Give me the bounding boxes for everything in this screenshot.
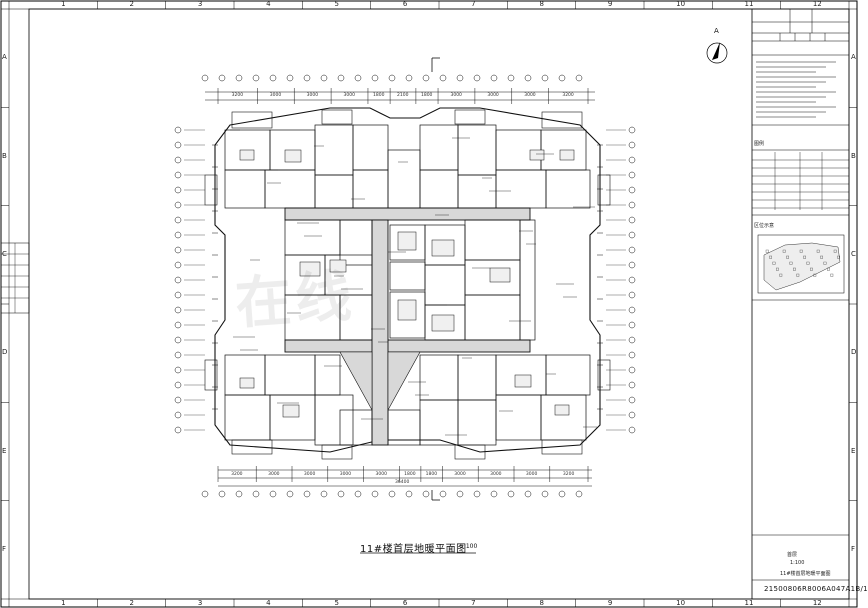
dimension-overall: 36400 bbox=[395, 480, 410, 485]
grid-column-bottom-8: 8 bbox=[539, 599, 544, 607]
title-block-sheet-name: 11#楼首层地暖平面图 bbox=[780, 571, 831, 577]
grid-column-bottom-10: 10 bbox=[676, 599, 686, 607]
dimension-top: 3000 bbox=[269, 93, 282, 98]
grid-row-left-D: D bbox=[2, 348, 8, 357]
title-block-notes-heading: 图例 bbox=[754, 141, 765, 147]
grid-row-left-F: F bbox=[2, 544, 7, 553]
grid-column-bottom-4: 4 bbox=[266, 599, 271, 607]
grid-column-top-1: 1 bbox=[61, 0, 66, 8]
grid-column-bottom-7: 7 bbox=[471, 599, 476, 607]
grid-column-top-11: 11 bbox=[744, 0, 754, 8]
dimension-top: 3000 bbox=[306, 93, 319, 98]
dimension-bottom: 3000 bbox=[525, 472, 538, 477]
grid-column-bottom-3: 3 bbox=[197, 599, 203, 607]
grid-column-top-3: 3 bbox=[197, 0, 203, 8]
title-block-keyplan-heading: 区位示意 bbox=[754, 223, 775, 229]
title-block-scale: 1:100 bbox=[790, 560, 805, 566]
grid-column-bottom-2: 2 bbox=[129, 599, 134, 607]
floor-plan bbox=[174, 57, 636, 554]
grid-column-top-5: 5 bbox=[334, 0, 339, 8]
north-label: A bbox=[714, 27, 719, 35]
dimension-bottom: 1800 bbox=[425, 472, 438, 477]
grid-column-top-12: 12 bbox=[812, 0, 822, 8]
grid-column-top-8: 8 bbox=[539, 0, 544, 8]
grid-column-top-7: 7 bbox=[471, 0, 476, 8]
dimension-bottom: 3200 bbox=[231, 472, 243, 477]
grid-row-left-B: B bbox=[2, 151, 7, 160]
grid-row-left-E: E bbox=[2, 446, 7, 455]
grid-row-left-A: A bbox=[2, 53, 7, 62]
dimension-top: 1800 bbox=[420, 93, 433, 98]
dimension-top: 2100 bbox=[397, 93, 409, 98]
dimension-top: 3000 bbox=[450, 93, 462, 98]
grid-row-right-B: B bbox=[851, 151, 856, 160]
grid-column-bottom-11: 11 bbox=[744, 599, 754, 607]
grid-row-right-F: F bbox=[851, 544, 856, 553]
grid-column-top-9: 9 bbox=[607, 0, 613, 8]
dimension-bottom: 3000 bbox=[454, 472, 466, 477]
grid-column-top-4: 4 bbox=[266, 0, 271, 8]
drawing-number: 21500806R8006A047A1B/1 bbox=[764, 585, 868, 593]
grid-column-top-2: 2 bbox=[129, 0, 134, 8]
dimension-top: 3000 bbox=[343, 93, 355, 98]
dimension-bottom: 3000 bbox=[339, 472, 352, 477]
grid-row-right-D: D bbox=[851, 348, 857, 357]
dimension-top: 3200 bbox=[231, 93, 244, 98]
plan-title: 11#楼首层地暖平面图 bbox=[360, 544, 467, 555]
dimension-top: 1800 bbox=[373, 93, 385, 98]
grid-column-bottom-1: 1 bbox=[61, 599, 66, 607]
dimension-bottom: 1800 bbox=[404, 472, 416, 477]
grid-column-top-10: 10 bbox=[676, 0, 686, 8]
dimension-top: 3200 bbox=[562, 93, 574, 98]
grid-column-bottom-12: 12 bbox=[812, 599, 822, 607]
dimension-bottom: 3200 bbox=[562, 472, 575, 477]
grid-column-top-6: 6 bbox=[402, 0, 408, 8]
watermark: 在线 bbox=[233, 263, 358, 338]
grid-column-bottom-5: 5 bbox=[334, 599, 339, 607]
dimension-bottom: 3000 bbox=[375, 472, 387, 477]
dimension-bottom: 3000 bbox=[303, 472, 316, 477]
grid-row-right-C: C bbox=[851, 249, 856, 258]
title-block-drawing-name: 首层 bbox=[787, 552, 798, 558]
grid-column-bottom-9: 9 bbox=[607, 599, 613, 607]
grid-row-right-E: E bbox=[851, 446, 856, 455]
plan-title-scale: 1:100 bbox=[460, 543, 478, 550]
dimension-bottom: 3000 bbox=[490, 472, 502, 477]
dimension-top: 3000 bbox=[524, 93, 536, 98]
grid-row-right-A: A bbox=[851, 53, 856, 62]
grid-row-left-C: C bbox=[2, 249, 7, 258]
dimension-top: 3000 bbox=[487, 93, 499, 98]
grid-column-bottom-6: 6 bbox=[402, 599, 408, 607]
dimension-bottom: 3000 bbox=[268, 472, 280, 477]
